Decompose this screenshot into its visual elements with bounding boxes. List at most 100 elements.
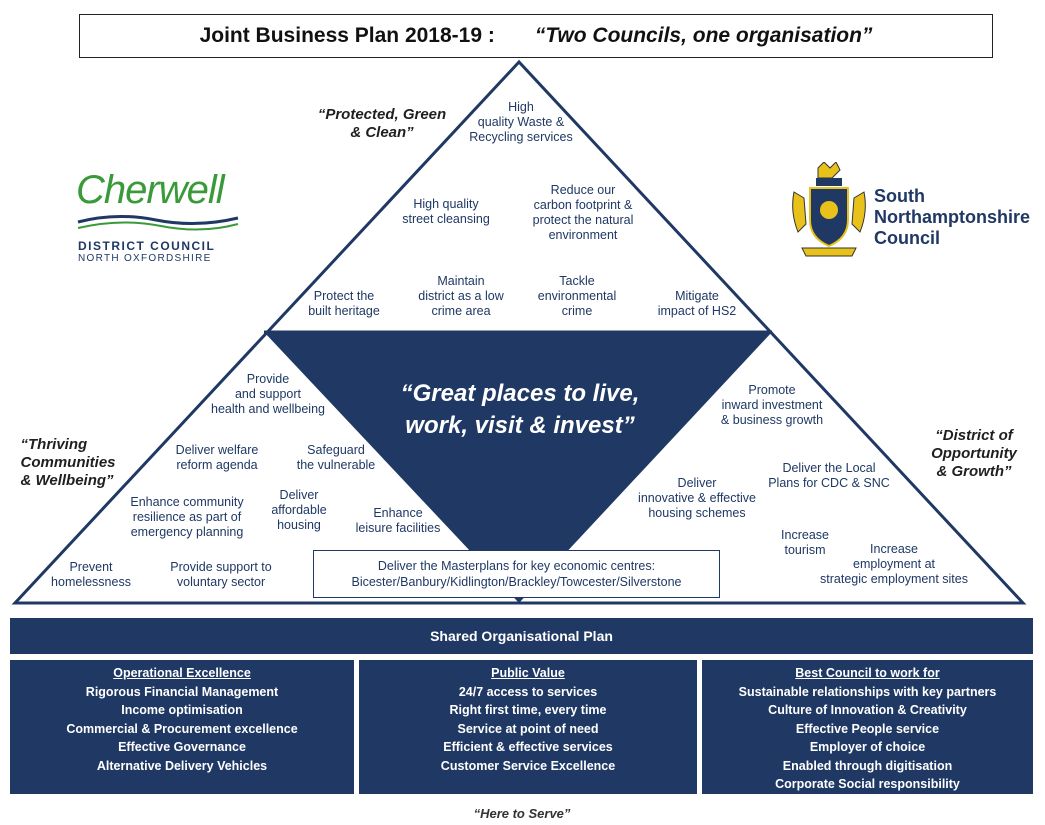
- crest-icon: [792, 162, 866, 257]
- item-line: housing schemes: [648, 506, 746, 520]
- item-line: the vulnerable: [296, 458, 376, 472]
- center-line: “Great places to live,: [400, 380, 640, 407]
- center-line: work, visit & invest”: [405, 412, 635, 439]
- item-line: employment at: [853, 557, 935, 571]
- item-line: Promote: [748, 383, 796, 397]
- item-line: Prevent: [69, 560, 113, 574]
- item-line: crime: [561, 304, 593, 318]
- theme-top: “Protected, Green & Clean”: [318, 106, 446, 142]
- theme-line: Opportunity: [931, 445, 1017, 462]
- item-line: High: [508, 100, 534, 114]
- column-item: Alternative Delivery Vehicles: [96, 758, 268, 773]
- theme-left: “Thriving Communities & Wellbeing”: [20, 436, 115, 490]
- snc-line: Council: [874, 228, 940, 248]
- item-line: quality Waste &: [477, 115, 565, 129]
- center-vision: “Great places to live, work, visit & inv…: [401, 378, 640, 442]
- column-best-council: Best Council to work for Sustainable rel…: [702, 660, 1033, 794]
- left-item-leisure: Enhance leisure facilities: [356, 506, 441, 536]
- theme-line: & Growth”: [936, 463, 1012, 480]
- column-item: Commercial & Procurement excellence: [66, 721, 298, 736]
- theme-line: Communities: [20, 454, 116, 471]
- item-line: protect the natural: [532, 213, 634, 227]
- item-line: Maintain: [437, 274, 485, 288]
- snc-line: South: [874, 186, 925, 206]
- item-line: Tackle: [559, 274, 595, 288]
- item-line: leisure facilities: [355, 521, 441, 535]
- inner-inverted-triangle: [264, 332, 772, 603]
- column-item: Sustainable relationships with key partn…: [738, 684, 997, 699]
- theme-line: “District of: [935, 427, 1013, 444]
- left-item-homelessness: Prevent homelessness: [51, 560, 131, 590]
- left-item-housing: Deliver affordable housing: [271, 488, 326, 533]
- item-line: street cleansing: [402, 212, 490, 226]
- snc-name: South Northamptonshire Council: [874, 186, 1030, 249]
- item-line: carbon footprint &: [533, 198, 633, 212]
- item-line: tourism: [784, 543, 826, 557]
- left-item-health: Provide and support health and wellbeing: [211, 372, 325, 417]
- right-item-housing-schemes: Deliver innovative & effective housing s…: [638, 476, 756, 521]
- top-item-carbon: Reduce our carbon footprint & protect th…: [533, 183, 634, 243]
- right-item-employment: Increase employment at strategic employm…: [820, 542, 968, 587]
- masterplans-centres: Bicester/Banbury/Kidlington/Brackley/Tow…: [351, 575, 682, 589]
- column-item: Efficient & effective services: [443, 740, 613, 754]
- plan-title: Joint Business Plan 2018-19 :: [199, 24, 495, 47]
- column-item: Income optimisation: [121, 703, 243, 717]
- column-public-value: Public Value 24/7 access to services Rig…: [359, 660, 697, 794]
- item-line: district as a low: [418, 289, 504, 303]
- column-item: Effective People service: [795, 721, 940, 736]
- cherwell-wordmark: Cherwell: [76, 168, 225, 212]
- shared-plan-title: Shared Organisational Plan: [430, 628, 613, 644]
- column-item: Culture of Innovation & Creativity: [768, 703, 967, 717]
- theme-right: “District of Opportunity & Growth”: [931, 427, 1017, 481]
- item-line: homelessness: [51, 575, 131, 589]
- top-item-env-crime: Tackle environmental crime: [538, 274, 617, 319]
- masterplans-box: Deliver the Masterplans for key economic…: [313, 550, 720, 598]
- item-line: affordable: [271, 503, 327, 517]
- item-line: strategic employment sites: [820, 572, 968, 586]
- snc-logo: South Northamptonshire Council: [788, 162, 1038, 262]
- item-line: and support: [234, 387, 302, 401]
- column-item: Right first time, every time: [449, 703, 607, 717]
- left-item-welfare: Deliver welfare reform agenda: [176, 443, 259, 473]
- item-line: inward investment: [721, 398, 823, 412]
- right-item-investment: Promote inward investment & business gro…: [721, 383, 823, 428]
- item-line: impact of HS2: [657, 304, 737, 318]
- top-item-crime-area: Maintain district as a low crime area: [418, 274, 503, 319]
- theme-line: & Clean”: [350, 124, 414, 141]
- right-item-local-plans: Deliver the Local Plans for CDC & SNC: [768, 461, 890, 491]
- item-line: Reduce our: [550, 183, 616, 197]
- column-item: Employer of choice: [809, 740, 926, 754]
- item-line: housing: [277, 518, 321, 532]
- item-line: innovative & effective: [638, 491, 756, 505]
- left-item-resilience: Enhance community resilience as part of …: [130, 495, 243, 540]
- item-line: Mitigate: [675, 289, 719, 303]
- top-item-cleansing: High quality street cleansing: [402, 197, 490, 227]
- item-line: resilience as part of: [132, 510, 242, 524]
- item-line: Safeguard: [307, 443, 365, 457]
- item-line: Increase: [870, 542, 918, 556]
- item-line: Increase: [781, 528, 829, 542]
- column-operational: Operational Excellence Rigorous Financia…: [10, 660, 354, 794]
- item-line: Plans for CDC & SNC: [768, 476, 890, 490]
- column-heading: Operational Excellence: [113, 666, 251, 680]
- column-item: Effective Governance: [118, 740, 246, 754]
- item-line: crime area: [431, 304, 491, 318]
- item-line: Deliver welfare: [175, 443, 259, 457]
- item-line: emergency planning: [130, 525, 244, 539]
- snc-line: Northamptonshire: [874, 207, 1031, 227]
- cherwell-line1: DISTRICT COUNCIL: [78, 239, 216, 253]
- item-line: Deliver the Local: [782, 461, 876, 475]
- title-banner: Joint Business Plan 2018-19 : “Two Counc…: [79, 14, 993, 58]
- wave-icon: [77, 214, 239, 231]
- item-line: voluntary sector: [176, 575, 266, 589]
- item-line: environment: [548, 228, 618, 242]
- item-line: Enhance community: [130, 495, 244, 509]
- column-heading: Public Value: [491, 666, 565, 680]
- right-item-tourism: Increase tourism: [781, 528, 829, 558]
- cherwell-line2: NORTH OXFORDSHIRE: [78, 253, 212, 264]
- item-line: & business growth: [720, 413, 824, 427]
- footer-motto: “Here to Serve”: [473, 806, 571, 821]
- item-line: Deliver: [279, 488, 319, 502]
- top-item-heritage: Protect the built heritage: [308, 289, 380, 319]
- item-line: built heritage: [308, 304, 380, 318]
